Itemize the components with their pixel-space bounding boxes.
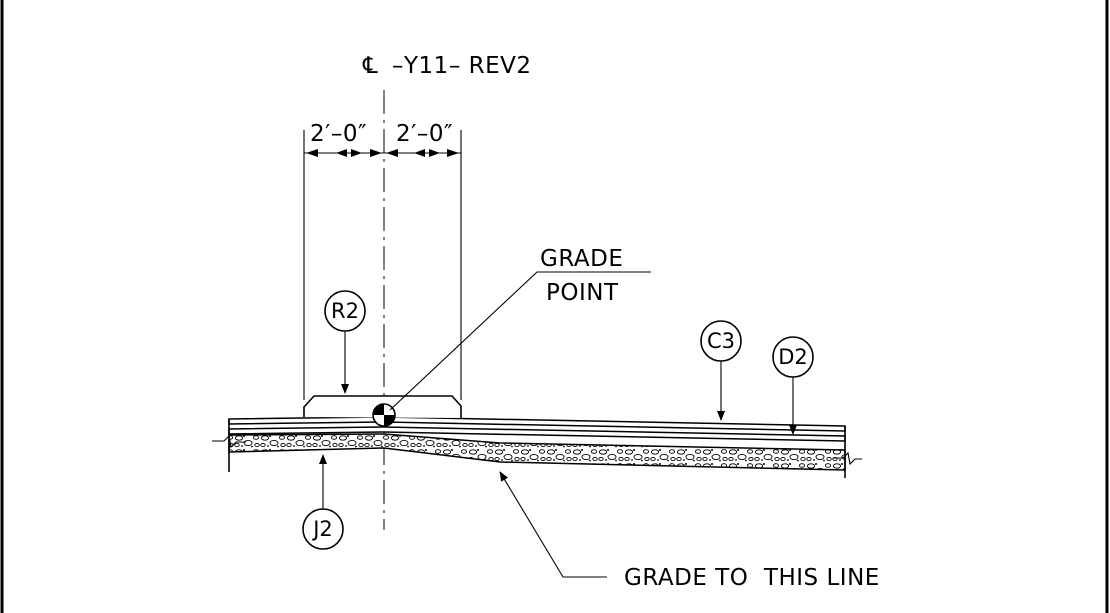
dimension-line xyxy=(304,149,461,157)
dimension-right-text: 2′–0″ xyxy=(396,121,453,147)
left-break-line xyxy=(212,434,246,449)
centerline-symbol: ℄ xyxy=(362,53,378,79)
callout-c3-text: C3 xyxy=(707,329,735,353)
grade-point-label-line1: GRADE xyxy=(540,246,623,272)
dimension-left-text: 2′–0″ xyxy=(310,121,367,147)
grade-to-line-label: GRADE TO THIS LINE xyxy=(624,565,880,591)
right-break-line xyxy=(833,451,862,466)
grade-point-label-line2: POINT xyxy=(546,280,619,306)
grade-to-line-leader xyxy=(499,471,607,578)
callout-d2-text: D2 xyxy=(778,345,808,369)
grade-point-symbol xyxy=(372,403,396,427)
centerline-label: –Y11– REV2 xyxy=(392,53,532,79)
grade-point-leader xyxy=(389,271,651,411)
callout-r2-text: R2 xyxy=(331,299,359,323)
callout-j2-text: J2 xyxy=(311,517,333,541)
